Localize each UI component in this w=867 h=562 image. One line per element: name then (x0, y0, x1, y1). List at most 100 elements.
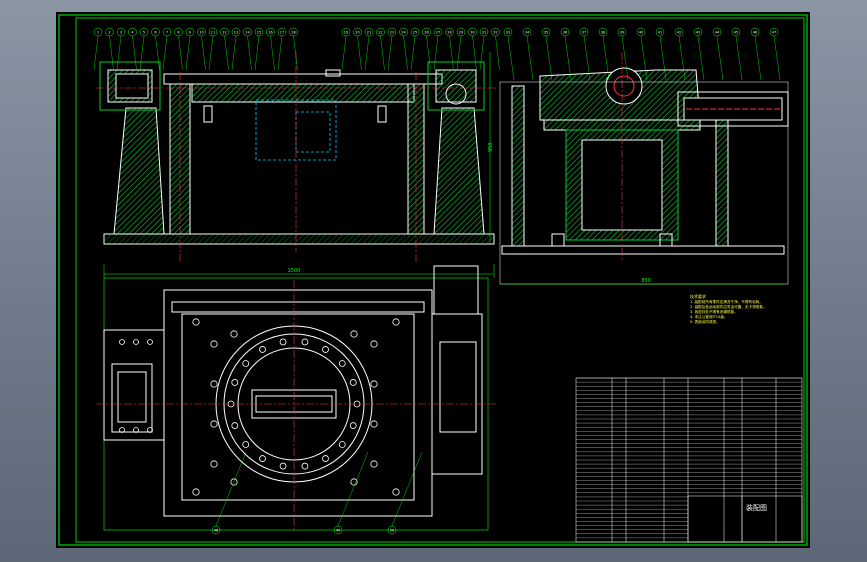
balloon-label: 44 (715, 31, 720, 35)
balloon: 46 (750, 27, 762, 81)
balloon: 14 (243, 27, 252, 71)
balloon-label: 3 (120, 31, 122, 35)
notes-title: 技术要求 (690, 294, 706, 299)
balloon: 11 (208, 27, 218, 71)
balloon: 35 (541, 27, 553, 81)
balloon: 10 (197, 27, 206, 71)
balloon: 36 (560, 27, 572, 81)
balloon-label: 34 (525, 31, 530, 35)
balloon-label: 12 (222, 31, 226, 35)
balloon: 28 (445, 27, 454, 71)
side-balloons: 33 34 35 36 37 38 39 40 41 42 43 44 45 46 47 (503, 27, 781, 81)
balloon-label: 38 (601, 31, 605, 35)
balloon: 7 (162, 27, 172, 71)
balloon: 8 (174, 27, 183, 71)
plan-view (103, 265, 489, 531)
balloon: 21 (364, 27, 374, 71)
balloon: 25 (410, 27, 420, 71)
dimension-top: 1500 (288, 268, 301, 274)
title-block-name: 装配图 (746, 503, 767, 512)
balloon-label: 11 (211, 31, 215, 35)
balloon-label: 2 (108, 31, 110, 35)
balloon: 37 (579, 27, 591, 81)
balloon: 41 (655, 27, 667, 81)
dimension-vertical: 950 (488, 142, 494, 152)
note-line: 3. 各密封处不得有渗漏现象。 (690, 310, 738, 314)
balloon: 40 (636, 27, 648, 81)
balloon: 4 (128, 27, 137, 71)
balloon: 44 (712, 27, 724, 81)
balloon-label: 43 (696, 31, 700, 35)
balloon-label: 36 (563, 31, 567, 35)
balloon-label: 28 (447, 31, 451, 35)
balloon: 3 (116, 27, 126, 71)
balloon-label: 18 (291, 31, 295, 35)
balloon: 29 (456, 27, 466, 71)
balloon: 30 (468, 27, 477, 71)
parts-list-rows (576, 377, 802, 539)
inner-frame (75, 17, 805, 543)
balloon-label: 35 (544, 31, 548, 35)
balloon: 26 (422, 27, 431, 71)
balloon: 38 (598, 27, 610, 81)
balloon: 2 (105, 27, 114, 71)
balloon-label: 31 (482, 31, 486, 35)
balloon-label: 32 (493, 31, 497, 35)
balloon-label: 37 (582, 31, 586, 35)
balloon-label: 39 (620, 31, 624, 35)
dimension-side: 850 (641, 278, 651, 284)
balloon: 20 (353, 27, 362, 71)
balloon-label: 29 (459, 31, 463, 35)
assembly-drawing: 1234567891011121314151617181920212223242… (58, 14, 808, 546)
balloon-label: 9 (189, 31, 191, 35)
balloon: 43 (693, 27, 705, 81)
balloon: 45 (731, 27, 743, 81)
plan-balloons: 48 49 50 (211, 451, 423, 535)
balloon-label: 42 (677, 31, 681, 35)
balloon-label: 22 (378, 31, 382, 35)
balloon: 42 (674, 27, 686, 81)
balloon: 34 (522, 27, 534, 81)
balloon-label: 15 (257, 31, 261, 35)
balloon: 16 (266, 27, 275, 71)
balloon: 49 (333, 451, 369, 535)
balloon-label: 8 (177, 31, 179, 35)
balloon: 12 (220, 27, 229, 71)
balloon: 19 (341, 27, 351, 71)
balloon-label: 33 (506, 31, 510, 35)
note-line: 2. 装配后各运动部件应灵活可靠，无卡滞现象。 (690, 305, 767, 309)
balloon: 22 (376, 27, 385, 71)
balloon-label: 30 (470, 31, 474, 35)
balloon-label: 13 (234, 31, 238, 35)
balloon-label: 6 (154, 31, 156, 35)
balloon: 1 (93, 27, 103, 71)
balloon: 32 (491, 27, 500, 71)
balloon: 9 (185, 27, 195, 71)
side-view (501, 67, 789, 255)
note-line: 1. 装配前所有零件应清洗干净，不得有毛刺。 (690, 300, 763, 304)
balloon-label: 26 (424, 31, 428, 35)
balloon: 18 (289, 27, 298, 71)
balloon: 31 (479, 27, 489, 71)
balloon-label: 41 (658, 31, 662, 35)
note-line: 4. 未注公差按IT14级。 (690, 315, 728, 319)
balloon: 6 (151, 27, 160, 71)
balloon-label: 20 (355, 31, 359, 35)
balloon-label: 5 (143, 31, 145, 35)
balloon-label: 4 (131, 31, 134, 35)
balloon-label: 50 (390, 529, 394, 533)
balloon-label: 7 (166, 31, 168, 35)
balloon-label: 47 (772, 31, 776, 35)
balloon-label: 16 (268, 31, 272, 35)
balloon-label: 17 (280, 31, 284, 35)
balloon: 33 (503, 27, 515, 81)
balloon: 48 (211, 451, 247, 535)
technical-notes: 技术要求 1. 装配前所有零件应清洗干净，不得有毛刺。 2. 装配后各运动部件应… (690, 294, 800, 325)
balloon-label: 48 (214, 529, 218, 533)
balloon-label: 1 (97, 31, 99, 35)
balloon-label: 46 (753, 31, 757, 35)
balloon: 27 (433, 27, 443, 71)
balloon: 23 (387, 27, 397, 71)
